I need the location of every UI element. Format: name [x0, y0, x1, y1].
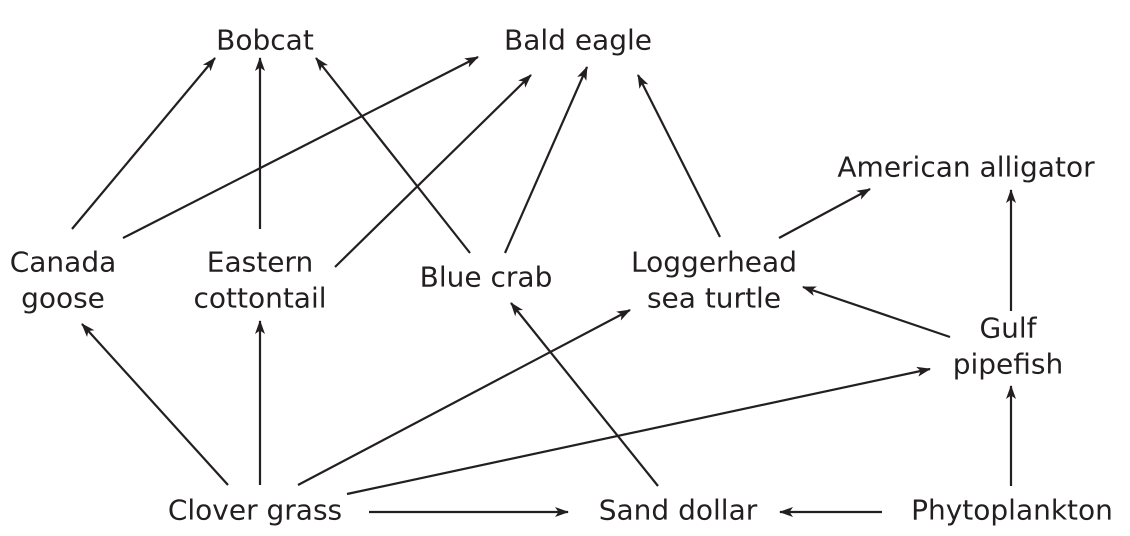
arrow-blue-crab-to-bald-eagle [503, 66, 589, 254]
arrow-clover-grass-to-gulf-pipefish [346, 366, 931, 496]
node-label-american-alligator: American alligator [837, 151, 1095, 184]
node-bald-eagle: Bald eagle [504, 24, 652, 57]
arrow-loggerhead-sea-turtle-to-american-alligator [778, 188, 871, 239]
node-american-alligator: American alligator [837, 151, 1095, 184]
arrow-clover-grass-to-canada-goose [81, 323, 229, 486]
node-label-sand-dollar: Sand dollar [599, 494, 758, 527]
arrow-blue-crab-to-bobcat [315, 57, 471, 254]
node-label-gulf-pipefish: pipefish [953, 348, 1064, 381]
node-label-eastern-cottontail: cottontail [193, 282, 326, 315]
arrow-clover-grass-to-loggerhead-sea-turtle [297, 309, 631, 486]
arrow-eastern-cottontail-to-bald-eagle [334, 74, 532, 268]
arrow-canada-goose-to-bald-eagle [122, 56, 479, 239]
node-label-loggerhead-sea-turtle: sea turtle [647, 282, 781, 315]
food-web-arrows [71, 56, 1016, 517]
arrow-canada-goose-to-bobcat [71, 57, 216, 230]
node-label-eastern-cottontail: Eastern [207, 246, 313, 279]
node-sand-dollar: Sand dollar [599, 494, 758, 527]
node-label-gulf-pipefish: Gulf [979, 312, 1037, 345]
arrow-sand-dollar-to-blue-crab [510, 302, 659, 487]
node-label-phytoplankton: Phytoplankton [911, 494, 1113, 527]
node-label-canada-goose: goose [21, 282, 105, 315]
node-phytoplankton: Phytoplankton [911, 494, 1113, 527]
arrow-gulf-pipefish-to-loggerhead-sea-turtle [802, 285, 951, 339]
arrow-loggerhead-sea-turtle-to-bald-eagle [637, 74, 721, 238]
node-label-canada-goose: Canada [10, 246, 117, 279]
node-label-blue-crab: Blue crab [420, 261, 553, 294]
node-clover-grass: Clover grass [168, 494, 342, 527]
node-bobcat: Bobcat [216, 24, 314, 57]
node-label-bobcat: Bobcat [216, 24, 314, 57]
node-label-loggerhead-sea-turtle: Loggerhead [631, 246, 797, 279]
node-label-bald-eagle: Bald eagle [504, 24, 652, 57]
node-label-clover-grass: Clover grass [168, 494, 342, 527]
node-blue-crab: Blue crab [420, 261, 553, 294]
